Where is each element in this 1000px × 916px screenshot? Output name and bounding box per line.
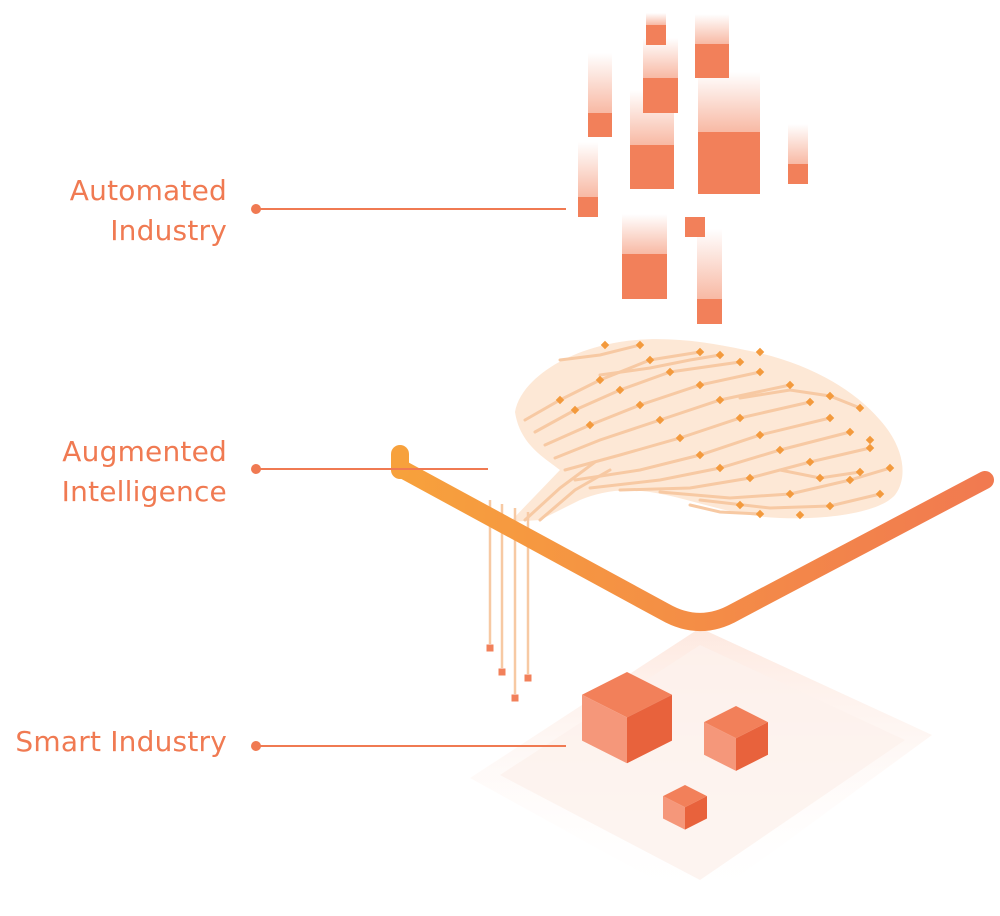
cube-right	[685, 796, 707, 830]
connector-automated	[251, 204, 566, 214]
label-line: Industry	[110, 214, 227, 247]
cube-top	[582, 672, 672, 718]
label-line: Intelligence	[61, 475, 227, 508]
data-block	[697, 299, 722, 324]
cube-left	[663, 796, 685, 830]
cube-left	[582, 694, 627, 764]
label-line: Smart Industry	[15, 725, 227, 758]
cube-top	[663, 785, 707, 808]
data-block	[788, 164, 808, 184]
data-block	[588, 113, 612, 137]
smart-industry-cubes	[582, 672, 768, 830]
label-smart-industry: Smart Industry	[15, 722, 227, 762]
label-line: Automated	[69, 174, 227, 207]
cube-right	[736, 722, 768, 771]
falling-blocks	[578, 13, 808, 324]
connector-smart	[251, 741, 566, 751]
label-automated-industry: Automated Industry	[70, 171, 227, 251]
cube-left	[704, 722, 736, 771]
intelligence-frame	[391, 459, 994, 631]
data-block	[630, 145, 674, 189]
data-block	[622, 254, 667, 299]
data-block	[578, 197, 598, 217]
label-augmented-intelligence: Augmented Intelligence	[62, 432, 227, 512]
cube-right	[627, 694, 672, 764]
label-line: Augmented	[62, 435, 227, 468]
cube-top	[704, 706, 768, 739]
connector-augmented	[251, 464, 488, 474]
brain-circuit-icon	[486, 339, 903, 702]
base-platform	[470, 628, 932, 905]
data-block	[698, 132, 760, 194]
